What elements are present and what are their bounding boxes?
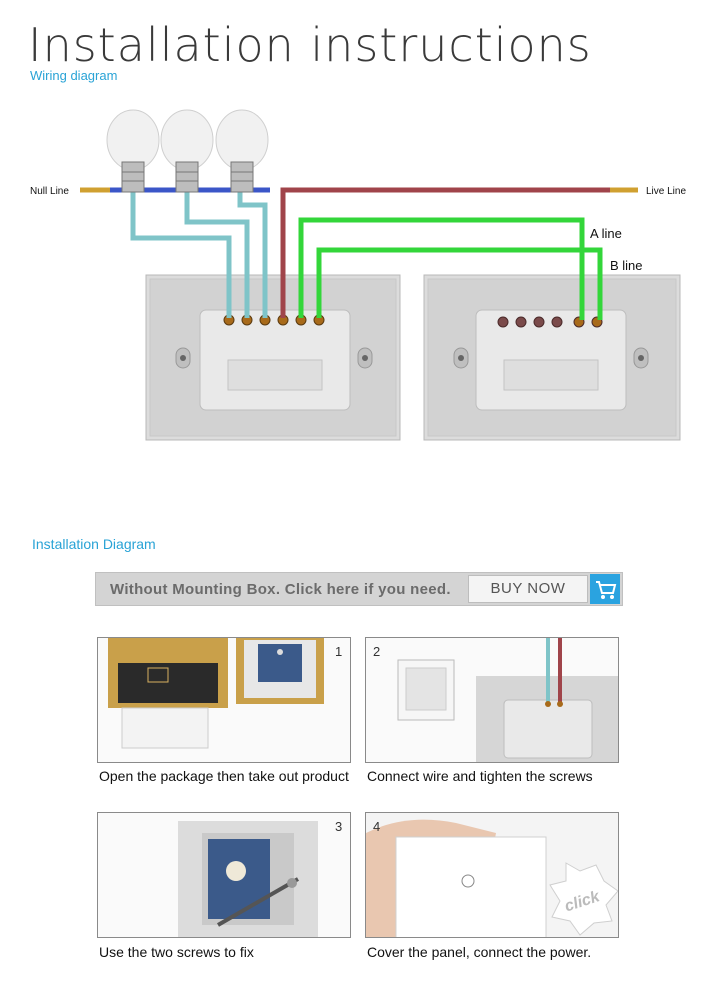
step-2-number: 2	[373, 644, 381, 659]
cover-panel-illustration: click	[366, 813, 618, 937]
screw-fix-illustration	[178, 821, 318, 937]
step-2-panel: 2	[365, 637, 619, 763]
a-line-label: A line	[590, 226, 622, 241]
step-4-panel: click 4	[365, 812, 619, 938]
live-line-label: Live Line	[646, 186, 686, 197]
step-3-number: 3	[335, 819, 343, 834]
wiring-diagram-subtitle: Wiring diagram	[30, 68, 118, 83]
page-title: Installation instructions	[28, 18, 592, 72]
b-line-wire	[316, 247, 603, 320]
buy-now-button[interactable]: BUY NOW	[468, 575, 588, 603]
mounting-box-banner[interactable]: Without Mounting Box. Click here if you …	[95, 572, 623, 606]
wiring-diagram: Null Line Live Line A line B line	[30, 109, 686, 441]
step-1-caption: Open the package then take out product	[99, 768, 349, 784]
package-illustration	[108, 638, 324, 749]
step-1-number: 1	[335, 644, 343, 659]
null-line-label: Null Line	[30, 186, 69, 197]
a-line-wire	[298, 217, 585, 320]
step-4-caption: Cover the panel, connect the power.	[367, 944, 592, 960]
installation-diagram-heading: Installation Diagram	[32, 536, 156, 552]
terminals-right	[497, 316, 603, 328]
step-3-panel: 3	[97, 812, 351, 938]
step-1-panel: 1	[97, 637, 351, 763]
cart-icon[interactable]	[590, 574, 620, 604]
switch-panel-left	[145, 274, 401, 441]
step-2-caption: Connect wire and tighten the screws	[367, 768, 593, 784]
load-wires	[130, 192, 268, 318]
switch-panel-right	[423, 274, 681, 441]
banner-text: Without Mounting Box. Click here if you …	[110, 581, 451, 598]
step-3-caption: Use the two screws to fix	[99, 944, 254, 960]
light-bulbs	[106, 109, 269, 193]
step-4-number: 4	[373, 819, 381, 834]
live-wire	[280, 187, 610, 318]
b-line-label: B line	[610, 258, 643, 273]
wiring-step-illustration	[397, 638, 618, 762]
